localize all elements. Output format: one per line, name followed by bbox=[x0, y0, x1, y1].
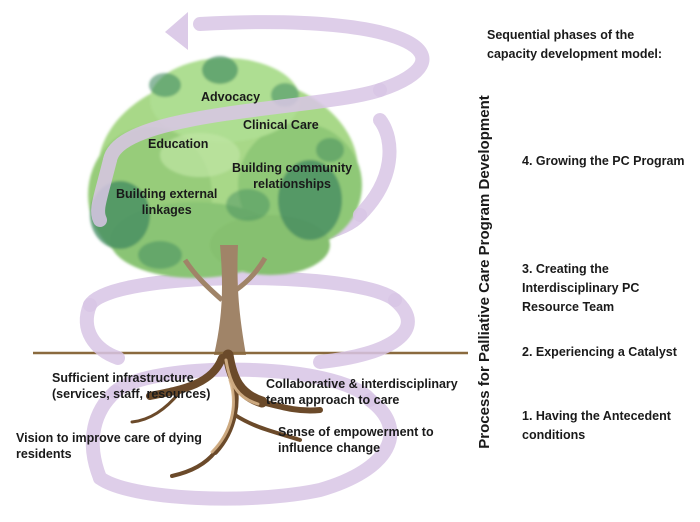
canopy-label-external: Building external linkages bbox=[116, 187, 218, 217]
root-label-empowerment: Sense of empowerment to influence change bbox=[278, 425, 434, 455]
phase-3: 3. Creating the Interdisciplinary PC Res… bbox=[522, 262, 640, 314]
process-title: Process for Palliative Care Program Deve… bbox=[476, 95, 493, 449]
phase-2: 2. Experiencing a Catalyst bbox=[522, 345, 677, 359]
phase-1: 1. Having the Antecedent conditions bbox=[522, 409, 671, 442]
root-label-infrastructure: Sufficient infrastructure (services, sta… bbox=[52, 371, 211, 401]
tree-roots bbox=[130, 349, 323, 478]
canopy-label-education: Education bbox=[148, 137, 209, 151]
root-label-collaborative: Collaborative & interdisciplinary team a… bbox=[266, 377, 458, 407]
growth-spiral-front bbox=[79, 83, 415, 506]
phase-4: 4. Growing the PC Program bbox=[522, 154, 685, 168]
spiral-arrowhead bbox=[165, 12, 188, 50]
root-label-vision: Vision to improve care of dying resident… bbox=[16, 431, 202, 461]
canopy-label-advocacy: Advocacy bbox=[201, 90, 261, 104]
canopy-label-clinical-care: Clinical Care bbox=[243, 118, 319, 132]
phases-heading: Sequential phases of the capacity develo… bbox=[487, 28, 663, 61]
canopy-label-community: Building community relationships bbox=[232, 161, 353, 191]
tree-trunk bbox=[214, 245, 246, 355]
